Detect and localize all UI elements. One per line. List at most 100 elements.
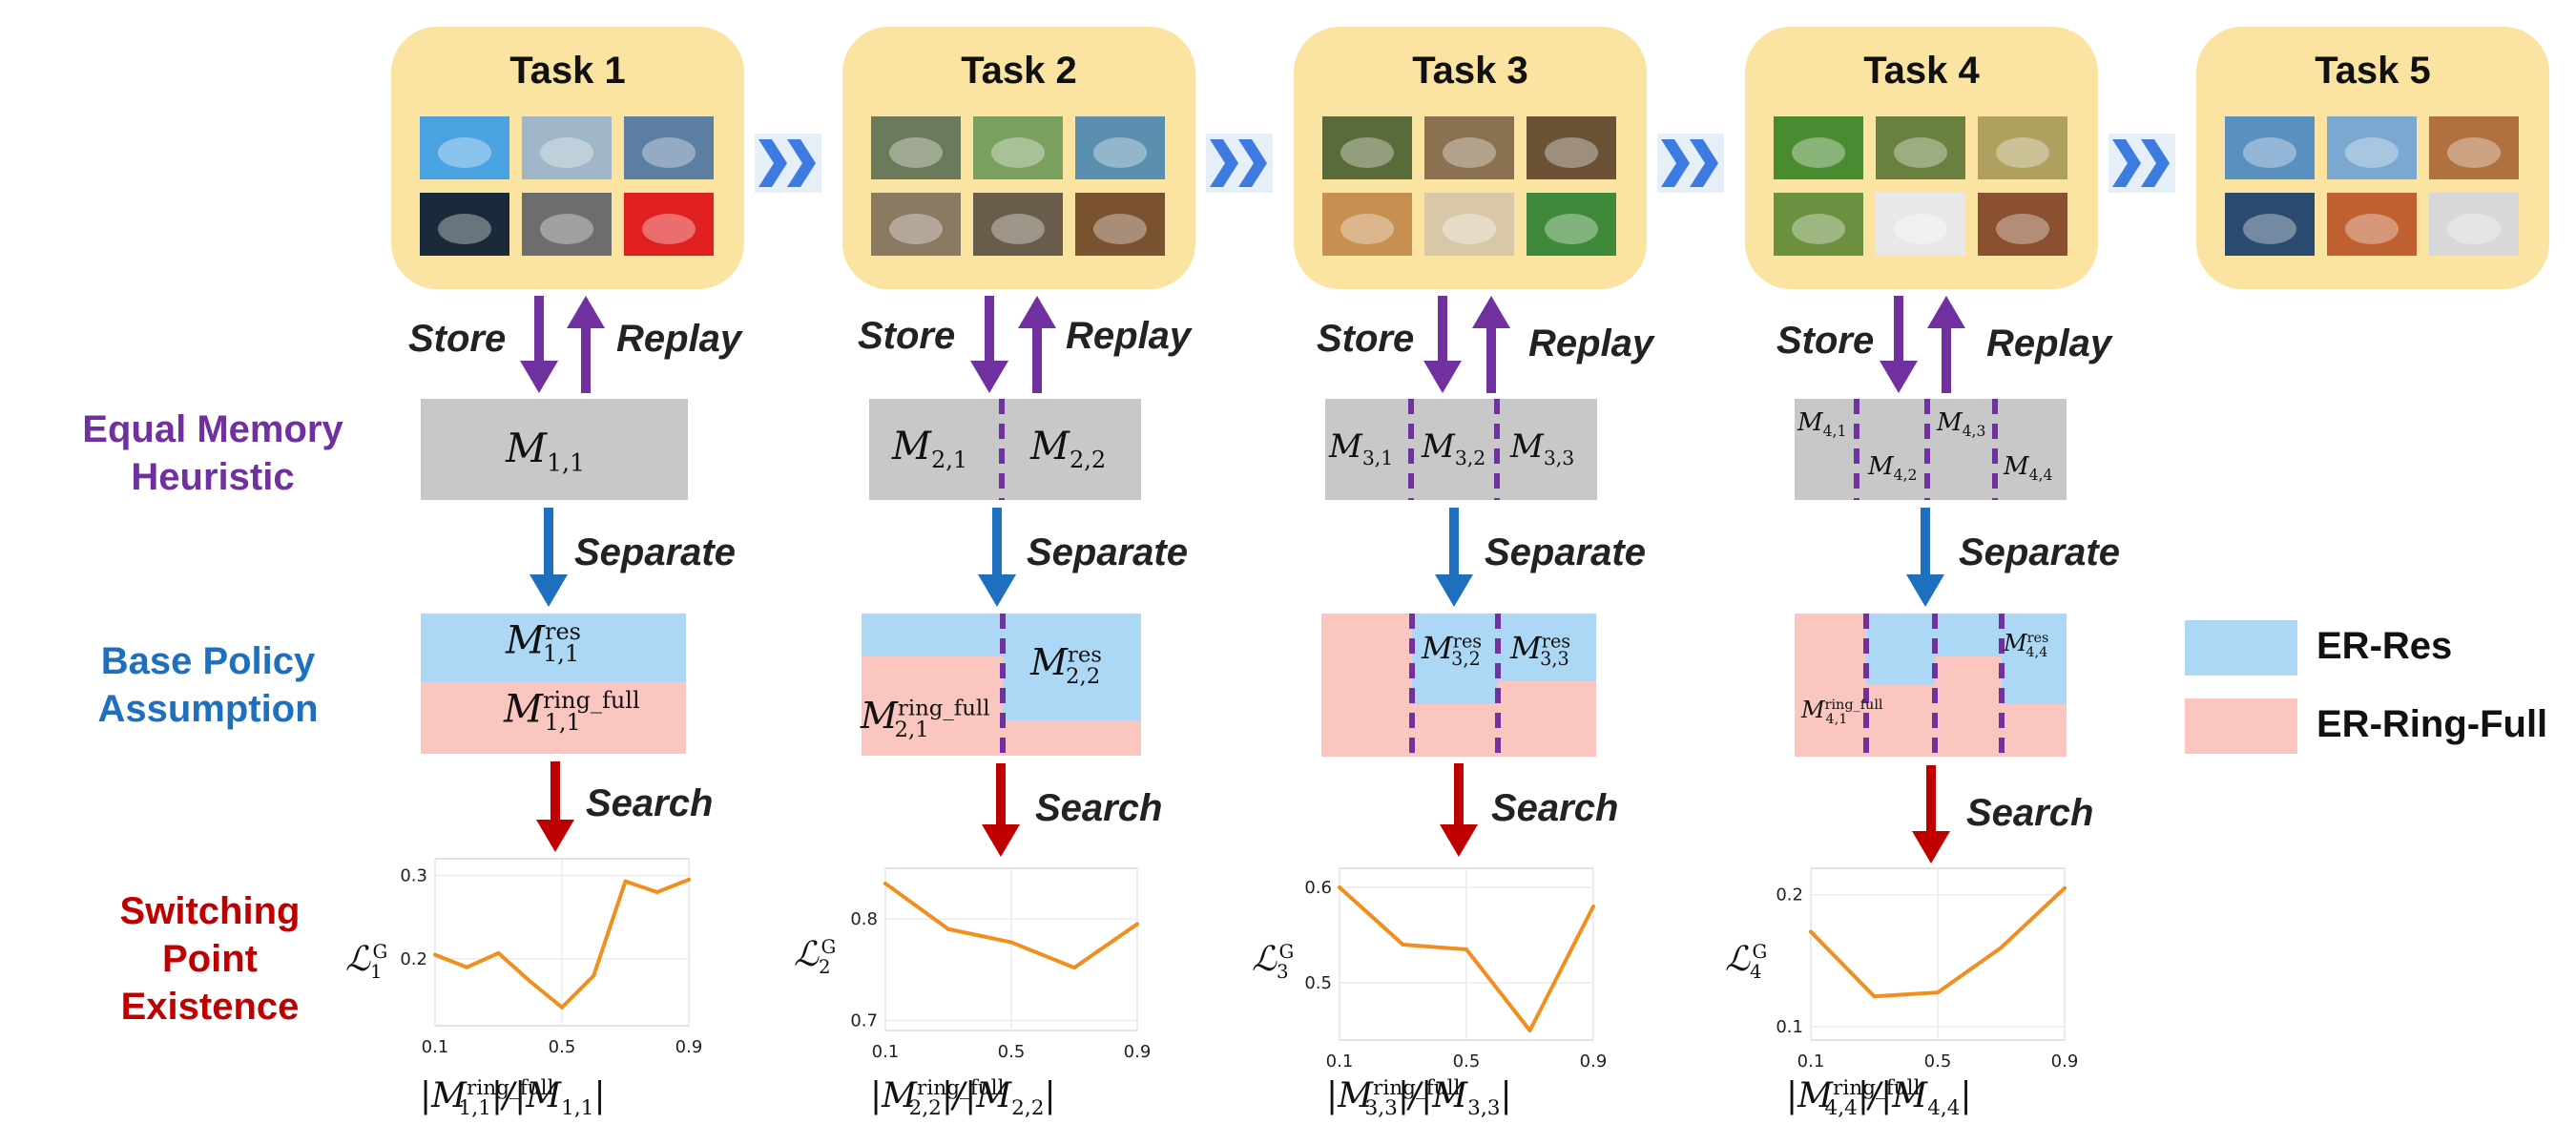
memory-label-4-4: M4,4 [2004,452,2053,485]
base-policy-assumption-label: Base Policy Assumption [46,637,370,733]
chevron-icon-2-2 [1238,139,1267,187]
memory-res-label-3-2: Mres3,2 [1422,630,1483,671]
thumbnail-truck-subject-5-6 [2447,214,2501,244]
chart-4-xlabel: |Mring_full4,4|/|M4,4| [1786,1076,1972,1121]
thumbnail-cat-2-4 [871,193,961,256]
thumbnail-car-1-6 [624,193,714,256]
separate-arrow-3-head [1435,574,1473,607]
chart-4-xtick-1: 0.1 [1797,1051,1825,1072]
thumbnail-bird-2-2 [973,116,1063,179]
base-policy-3-res-3 [1498,614,1596,680]
thumbnail-dog-subject-3-6 [1545,214,1598,244]
memory-label-4-2: M4,2 [1868,452,1918,485]
chart-1-point-5 [560,1005,564,1010]
task-4-title: Task 4 [1863,50,1980,92]
thumbnail-cat-subject-2-6 [1093,214,1147,244]
search-arrow-2-head [982,824,1020,857]
thumbnail-horse-4-6 [1978,193,2067,256]
task-1-title: Task 1 [509,50,626,92]
thumbnail-truck-5-6 [2429,193,2519,256]
switching-point-existence-label: Switching Point Existence [57,887,363,1030]
chart-4-xtick-3: 0.9 [2051,1051,2079,1072]
base-policy-3-res-2 [1412,614,1498,704]
chart-2-xtick-2: 0.5 [998,1042,1026,1062]
separate-label-1: Separate [574,531,736,573]
thumbnail-cat-subject-2-4 [889,214,943,244]
thumbnail-horse-subject-4-4 [1792,214,1845,244]
legend-swatch-er-ring-full [2185,698,2297,754]
base-policy-4-ring-4 [2002,704,2067,757]
base-policy-3-ring-3 [1498,680,1596,757]
chart-1-xlabel: |Mring_full1,1|/|M1,1| [420,1076,606,1121]
store-arrow-4-head [1880,361,1918,393]
chart-4-point-5 [2063,885,2067,890]
thumbnail-ship-5-1 [2225,116,2315,179]
chart-4-point-2 [1872,994,1877,999]
equal-memory-box-4 [1795,399,2067,500]
search-arrow-4-head [1912,831,1950,864]
thumbnail-ship-subject-5-2 [2345,137,2399,168]
chevron-icon-3-2 [1690,139,1718,187]
chart-1-ytick-2: 0.3 [400,866,427,886]
thumbnail-airplane-1-3 [624,116,714,179]
chart-1-xtick-1: 0.1 [422,1037,449,1057]
thumbnail-ship-5-3 [2429,116,2519,179]
base-policy-3-ring-2 [1412,704,1498,757]
search-label-2: Search [1035,787,1163,829]
separate-arrow-4-head [1906,574,1944,607]
memory-label-4-1: M4,1 [1797,408,1847,441]
chart-1-point-4 [528,979,532,984]
replay-arrow-1-head [567,296,605,328]
legend-swatch-er-res [2185,620,2297,676]
switching-point-line-1: Switching [119,890,301,932]
replay-arrow-4-head [1927,296,1965,328]
chart-4-ytick-1: 0.1 [1776,1017,1803,1037]
chart-2-point-4 [1072,966,1076,970]
chart-4-point-4 [1999,946,2004,950]
memory-label-3-1: M3,1 [1329,427,1394,469]
legend-label-er-res: ER-Res [2316,625,2453,667]
thumbnail-ship-subject-5-3 [2447,137,2501,168]
search-arrow-3-head [1440,824,1478,857]
chart-2-point-1 [883,881,887,885]
memory-ring-label-1-1: Mring_full1,1 [504,687,640,737]
replay-arrow-3-head [1472,296,1510,328]
separate-label-4: Separate [1959,531,2120,573]
chart-3-xtick-3: 0.9 [1580,1051,1608,1072]
thumbnail-bird-2-1 [871,116,961,179]
chart-3-ytick-2: 0.6 [1304,878,1332,898]
chevron-icon-4-1 [2112,139,2141,187]
chart-1-point-6 [592,973,596,978]
chart-3-point-2 [1401,943,1405,947]
base-policy-4-res-4 [2002,614,2067,704]
task-2-title: Task 2 [961,50,1077,92]
equal-memory-box-1 [421,399,688,500]
thumbnail-deer-3-1 [1322,116,1412,179]
switching-point-line-2: Point [162,938,258,980]
thumbnail-deer-3-3 [1527,116,1616,179]
thumbnail-car-subject-1-4 [438,214,491,244]
thumbnail-bird-subject-2-1 [889,137,943,168]
thumbnail-bird-subject-2-2 [991,137,1045,168]
thumbnail-bird-2-3 [1075,116,1165,179]
chevron-icon-1-1 [758,139,787,187]
base-policy-2-res [1003,614,1141,720]
base-policy-line-1: Base Policy [100,640,316,682]
chart-1-point-7 [623,879,628,884]
chart-4-point-3 [1936,990,1940,995]
replay-arrow-2-head [1018,296,1056,328]
thumbnail-frog-subject-4-3 [1996,137,2049,168]
memory-ring-label-2-1: Mring_full2,1 [861,695,990,742]
base-policy-1-ring [421,682,686,754]
thumbnail-truck-5-4 [2225,193,2315,256]
thumbnail-ship-5-2 [2327,116,2417,179]
equal-memory-box-2 [869,399,1141,500]
thumbnail-car-1-4 [420,193,509,256]
chart-3-xtick-2: 0.5 [1453,1051,1481,1072]
thumbnail-frog-4-3 [1978,116,2067,179]
chart-1-point-9 [687,877,691,882]
base-policy-4-res-2 [1866,614,1935,685]
chart-3-point-5 [1591,905,1595,908]
chevron-icon-3-1 [1661,139,1690,187]
